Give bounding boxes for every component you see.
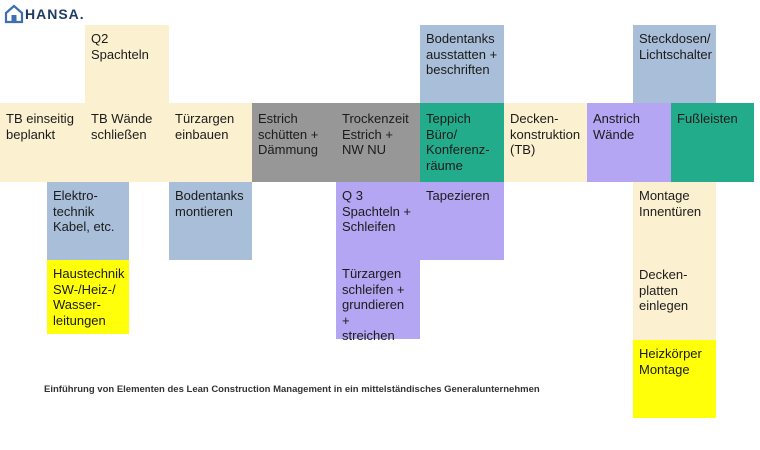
card-bodentanks-ausstatten: Bodentanks ausstatten + beschriften [420,25,504,103]
card-tuerzargen-schleifen: Türzargen schleifen + grundieren + strei… [336,260,420,343]
card-steckdosen-lichtschalter: Steckdosen/ Lichtschalter [633,25,716,103]
card-deckenplatten: Decken- platten einlegen [633,260,716,340]
card-anstrich-waende: Anstrich Wände [587,103,671,182]
card-tb-waende-schliessen: TB Wände schließen [85,103,169,182]
card-fussleisten: Fußleisten [671,103,754,182]
card-q2-spachteln: Q2 Spachteln [85,25,169,103]
card-trockenzeit-estrich: Trockenzeit Estrich + NW NU [336,103,420,182]
card-bodentanks-montieren: Bodentanks montieren [169,182,252,260]
card-deckenkonstruktion: Decken- konstruktion (TB) [504,103,587,182]
card-teppich: Teppich Büro/ Konferenz- räume [420,103,504,182]
card-heizkoerper-montage: Heizkörper Montage [633,340,716,418]
card-elektrotechnik: Elektro- technik Kabel, etc. [47,182,129,260]
house-icon [4,4,24,24]
card-montage-innentueren: Montage Innentüren [633,182,716,260]
card-tb-einseitig-beplankt: TB einseitig beplankt [0,103,85,182]
card-q3-spachteln: Q 3 Spachteln + Schleifen [336,182,420,260]
card-estrich: Estrich schütten + Dämmung [252,103,336,182]
card-tuerzargen-einbauen: Türzargen einbauen [169,103,252,182]
hansa-logo: HANSA. [4,4,85,24]
caption: Einführung von Elementen des Lean Constr… [44,384,540,395]
card-tapezieren: Tapezieren [420,182,504,260]
brand-name: HANSA. [25,6,85,22]
card-haustechnik: Haustechnik SW-/Heiz-/ Wasser- leitungen [47,260,129,334]
